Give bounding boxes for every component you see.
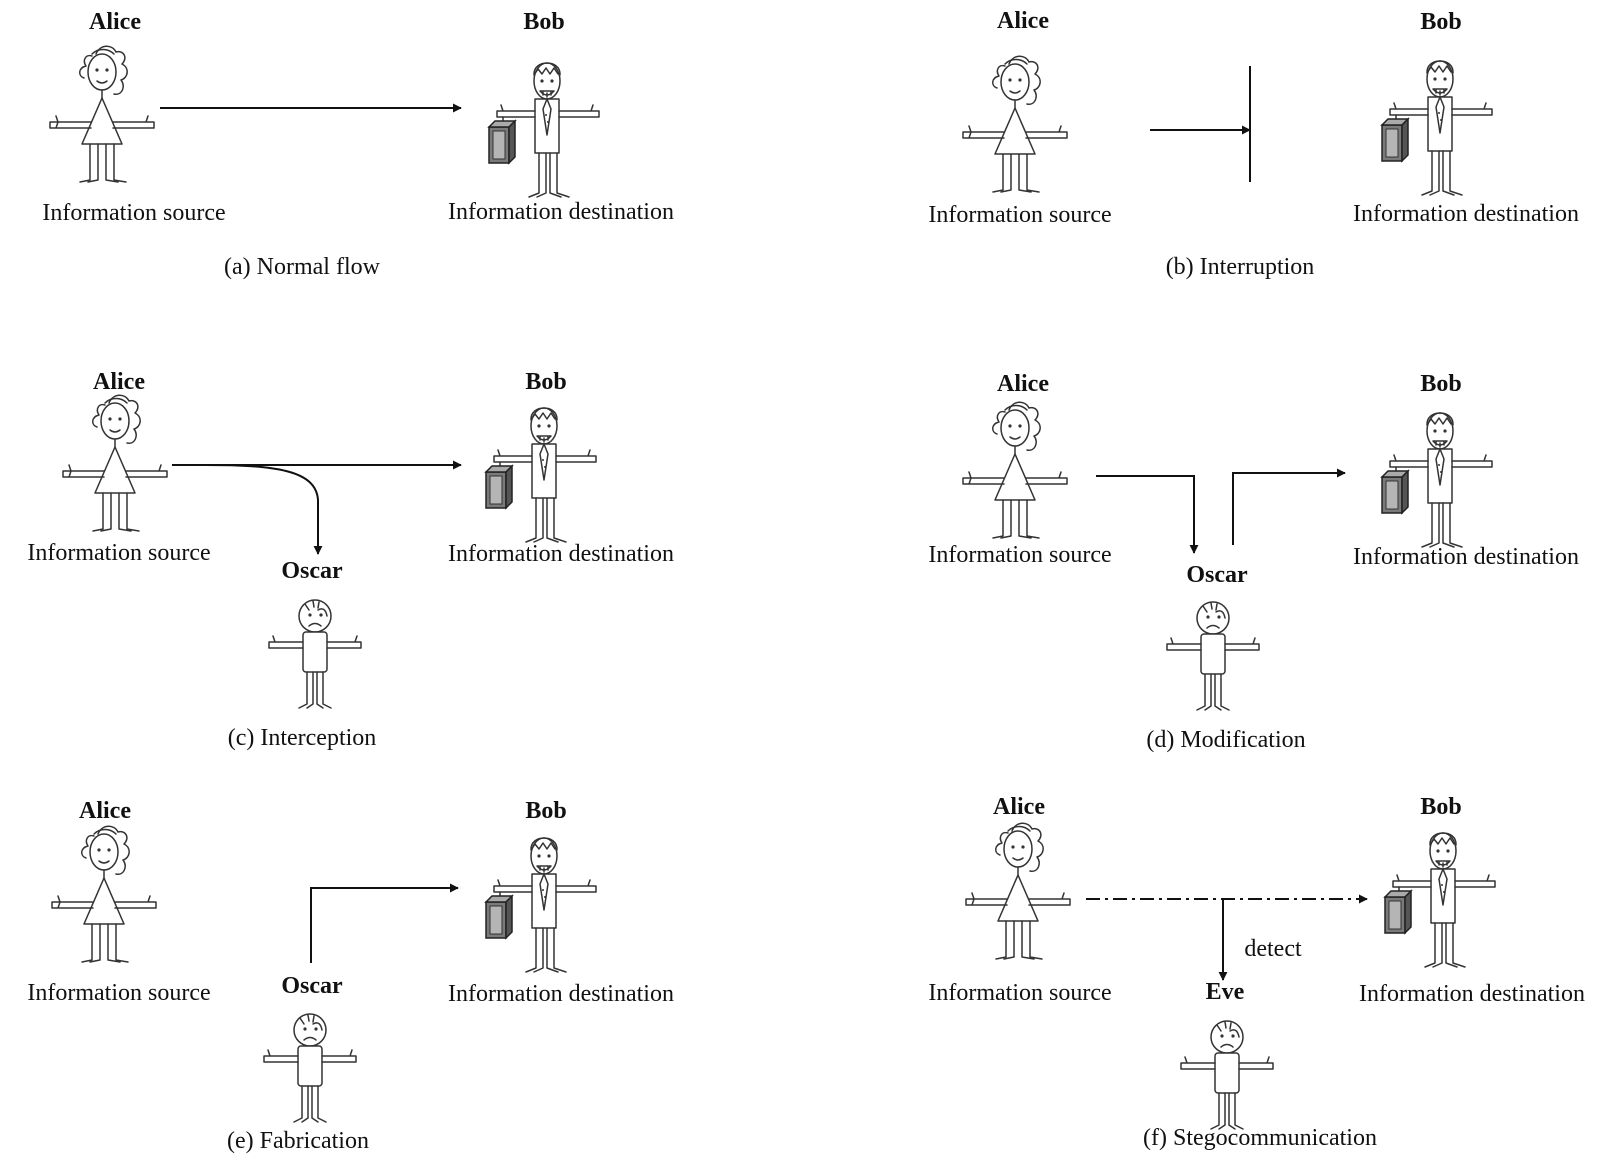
panel-caption: (f) Stegocommunication	[1143, 1125, 1377, 1151]
source-label: Information source	[928, 542, 1111, 568]
destination-label: Information destination	[448, 199, 674, 225]
third-party-name: Oscar	[281, 973, 343, 999]
panel-caption: (b) Interruption	[1166, 254, 1315, 280]
panel-caption: (e) Fabrication	[227, 1128, 369, 1154]
destination-label: Information destination	[1353, 201, 1579, 227]
source-label: Information source	[928, 202, 1111, 228]
panel-b-interruption: Alice Bob Information source Information…	[928, 8, 1579, 280]
bob-figure	[1381, 60, 1493, 196]
panel-a-normal-flow: Alice Bob Information source Information…	[42, 9, 674, 280]
source-label: Information source	[42, 200, 225, 226]
source-name: Alice	[997, 8, 1049, 34]
third-party-name: Oscar	[281, 558, 343, 584]
third-party-name: Eve	[1206, 979, 1245, 1005]
alice-figure	[962, 401, 1068, 539]
intercept-arrow	[1096, 475, 1199, 554]
bob-figure	[488, 62, 600, 198]
bob-figure	[1381, 412, 1493, 548]
panel-c-interception: Alice Bob Information source Information…	[27, 369, 674, 751]
destination-name: Bob	[525, 798, 566, 824]
oscar-figure	[263, 1013, 357, 1123]
source-label: Information source	[27, 980, 210, 1006]
source-label: Information source	[27, 540, 210, 566]
fabricated-arrow	[310, 883, 459, 963]
panel-caption: (c) Interception	[228, 725, 377, 751]
alice-figure	[49, 45, 155, 183]
third-party-name: Oscar	[1186, 562, 1248, 588]
destination-label: Information destination	[448, 541, 674, 567]
panel-f-stegocommunication: Alice Bob detect Information source Info…	[928, 794, 1585, 1151]
panel-e-fabrication: Alice Bob Information source Information…	[27, 798, 674, 1154]
oscar-figure	[268, 599, 362, 709]
panel-d-modification: Alice Bob Information source Information…	[928, 371, 1579, 753]
alice-figure	[62, 394, 168, 532]
destination-label: Information destination	[1353, 544, 1579, 570]
destination-name: Bob	[1420, 9, 1461, 35]
source-name: Alice	[993, 794, 1045, 820]
bob-figure	[485, 407, 597, 543]
source-name: Alice	[997, 371, 1049, 397]
intercept-arrow	[204, 464, 323, 555]
eve-figure	[1180, 1020, 1274, 1130]
destination-name: Bob	[525, 369, 566, 395]
source-label: Information source	[928, 980, 1111, 1006]
destination-name: Bob	[1420, 371, 1461, 397]
forward-arrow	[1232, 468, 1346, 545]
alice-figure	[51, 825, 157, 963]
destination-label: Information destination	[448, 981, 674, 1007]
bob-figure	[1384, 832, 1496, 968]
bob-figure	[485, 837, 597, 973]
source-name: Alice	[79, 798, 131, 824]
panel-caption: (a) Normal flow	[224, 254, 381, 280]
detect-label: detect	[1244, 936, 1302, 962]
alice-figure	[962, 55, 1068, 193]
destination-name: Bob	[523, 9, 564, 35]
panel-caption: (d) Modification	[1146, 727, 1305, 753]
destination-label: Information destination	[1359, 981, 1585, 1007]
destination-name: Bob	[1420, 794, 1461, 820]
source-name: Alice	[89, 9, 141, 35]
alice-figure	[965, 822, 1071, 960]
source-name: Alice	[93, 369, 145, 395]
oscar-figure	[1166, 601, 1260, 711]
